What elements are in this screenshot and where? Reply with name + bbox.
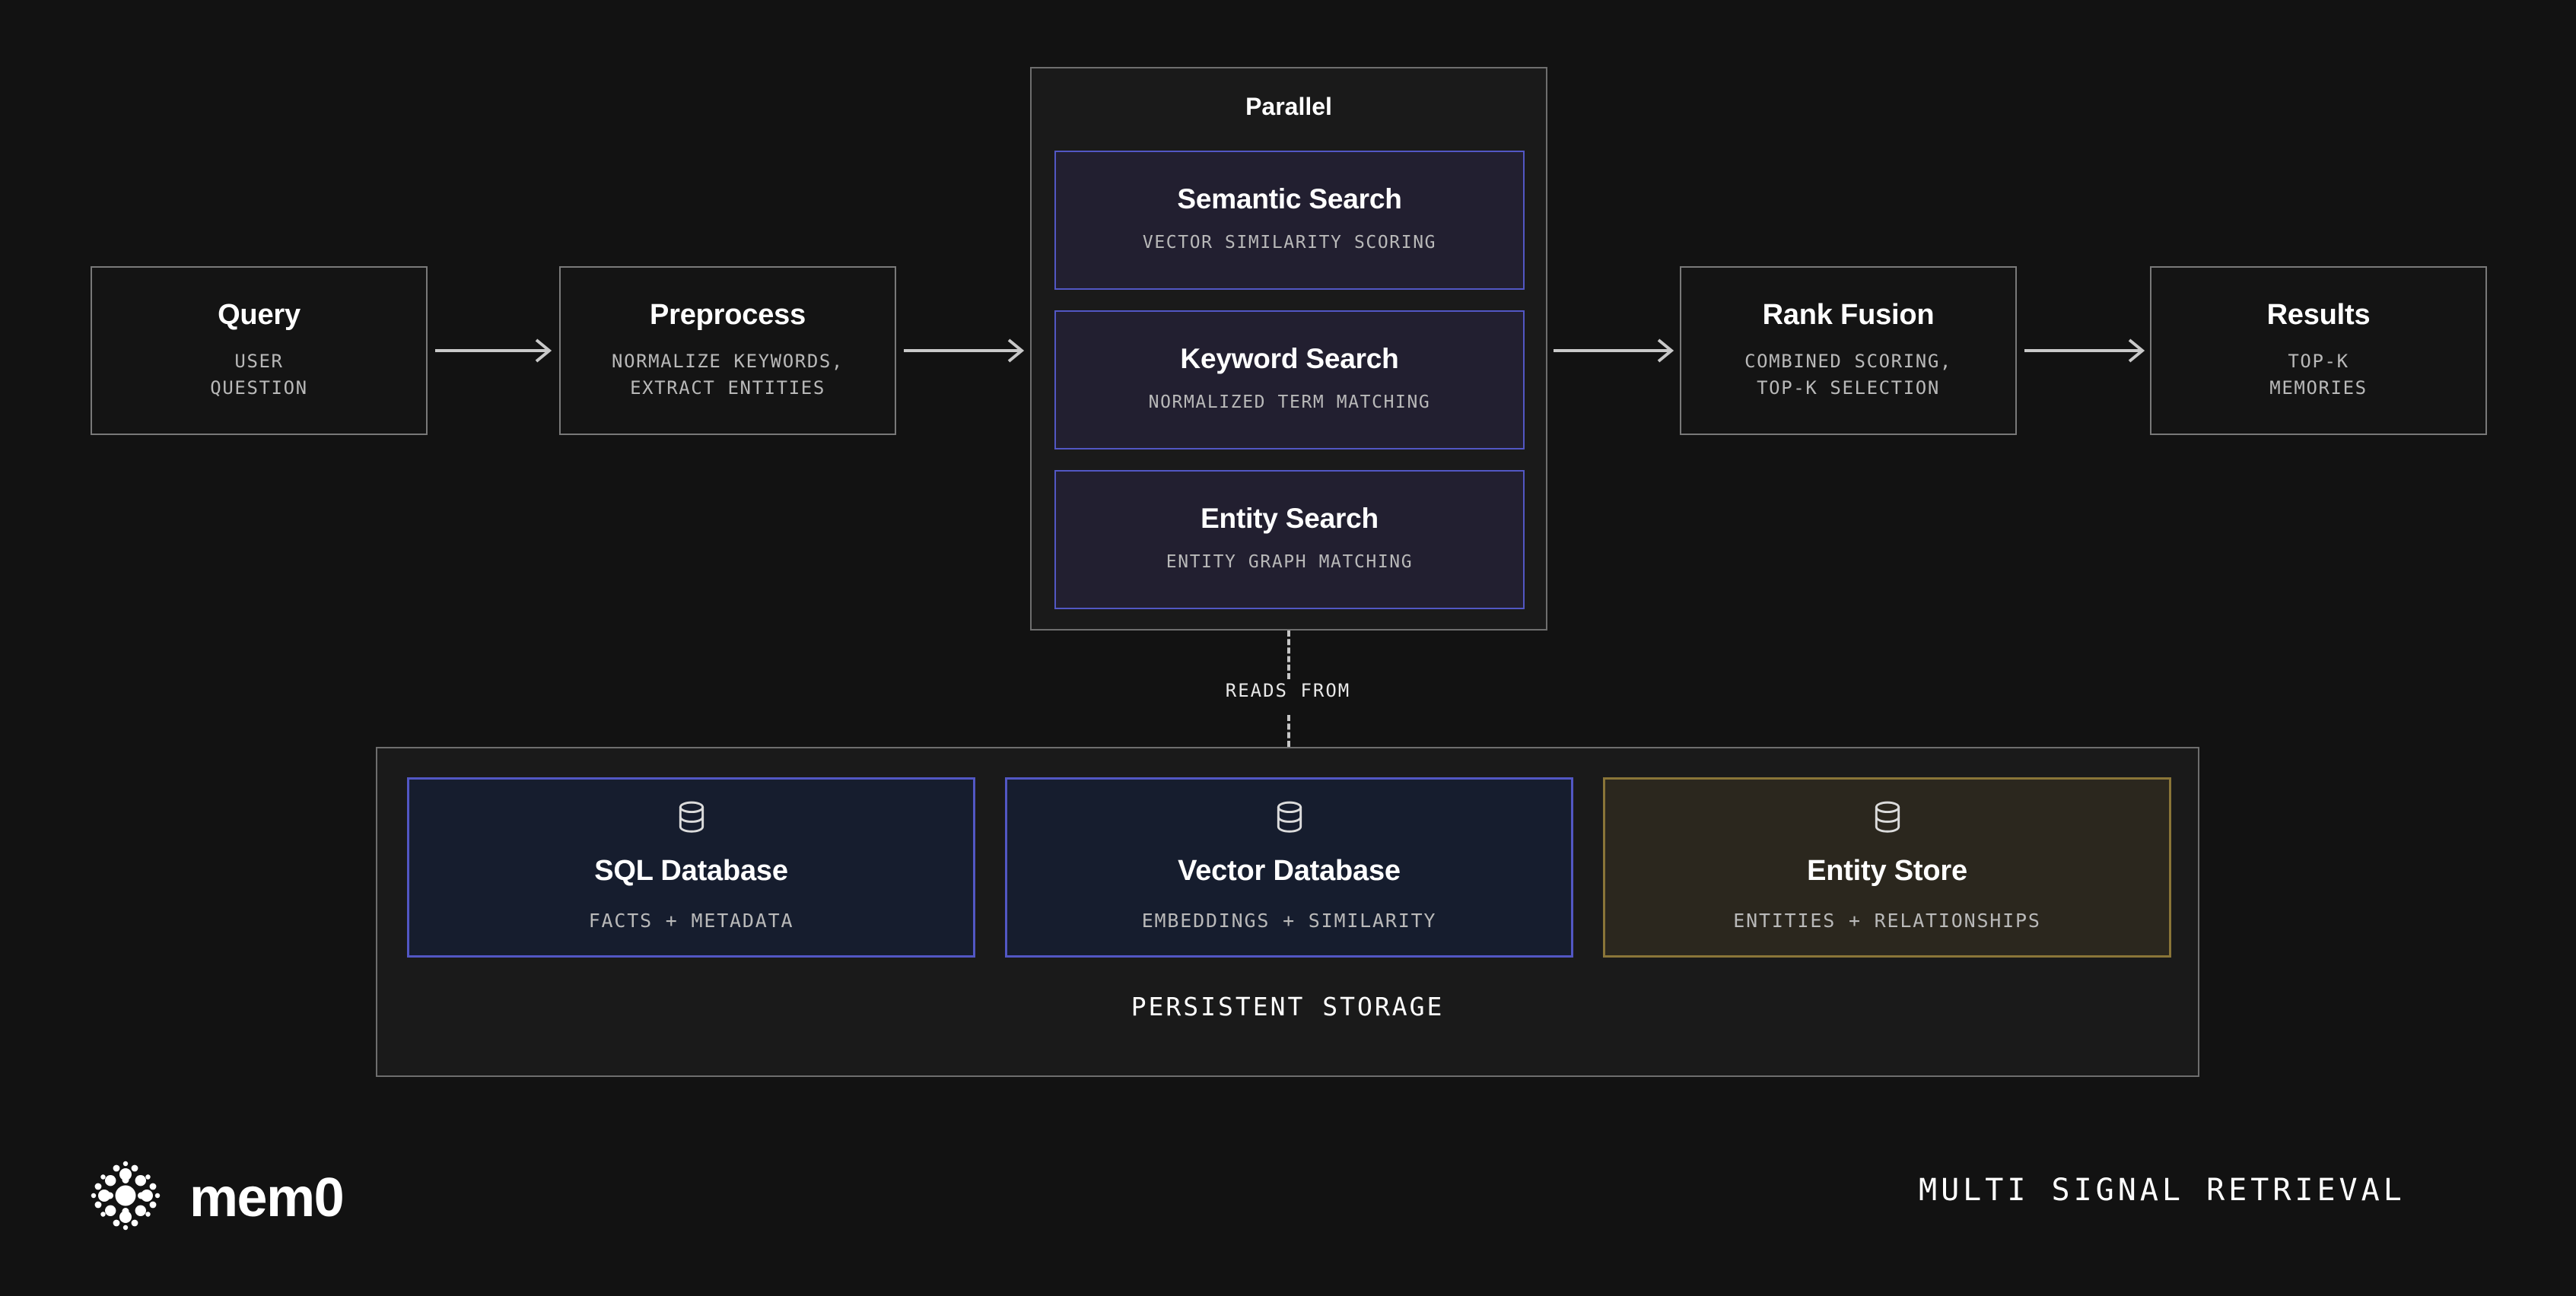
reads-from-dashed-line-upper (1287, 631, 1290, 679)
node-title: Results (2266, 299, 2371, 332)
footer-caption: MULTI SIGNAL RETRIEVAL (1919, 1173, 2406, 1208)
reads-from-dashed-line-lower (1287, 715, 1290, 747)
parallel-group-label: Parallel (1245, 93, 1332, 120)
node-subtitle: EMBEDDINGS + SIMILARITY (1141, 909, 1437, 932)
node-subtitle: NORMALIZED TERM MATCHING (1148, 392, 1431, 413)
node-subtitle: VECTOR SIMILARITY SCORING (1142, 233, 1437, 253)
arrow-parallel-to-rank-fusion (1554, 335, 1675, 366)
node-title: Entity Search (1201, 503, 1379, 535)
node-title: Entity Store (1807, 854, 1967, 887)
node-subtitle: COMBINED SCORING, TOP-K SELECTION (1744, 351, 1952, 399)
flow-node-results: Results TOP-K MEMORIES (2150, 266, 2487, 435)
arrow-query-to-preprocess (435, 335, 553, 366)
database-icon (1273, 800, 1306, 840)
node-title: Query (218, 299, 301, 332)
node-title: Rank Fusion (1762, 299, 1935, 332)
node-title: Preprocess (649, 299, 806, 332)
storage-node-sql-database: SQL Database FACTS + METADATA (407, 777, 975, 958)
node-subtitle: ENTITY GRAPH MATCHING (1166, 552, 1414, 573)
reads-from-label: READS FROM (1225, 680, 1351, 701)
parallel-node-keyword-search: Keyword Search NORMALIZED TERM MATCHING (1054, 310, 1525, 449)
storage-node-vector-database: Vector Database EMBEDDINGS + SIMILARITY (1005, 777, 1573, 958)
database-icon (1871, 800, 1904, 840)
persistent-storage-label: PERSISTENT STORAGE (1131, 992, 1445, 1021)
node-subtitle: ENTITIES + RELATIONSHIPS (1733, 909, 2041, 932)
database-icon (675, 800, 708, 840)
arrow-preprocess-to-parallel (904, 335, 1026, 366)
flow-node-rank-fusion: Rank Fusion COMBINED SCORING, TOP-K SELE… (1680, 266, 2017, 435)
arrow-rank-fusion-to-results (2024, 335, 2146, 366)
parallel-node-semantic-search: Semantic Search VECTOR SIMILARITY SCORIN… (1054, 151, 1525, 290)
parallel-node-entity-search: Entity Search ENTITY GRAPH MATCHING (1054, 470, 1525, 609)
node-title: SQL Database (594, 854, 788, 887)
node-title: Vector Database (1178, 854, 1401, 887)
node-subtitle: TOP-K MEMORIES (2269, 351, 2368, 399)
flow-node-preprocess: Preprocess NORMALIZE KEYWORDS, EXTRACT E… (559, 266, 896, 435)
storage-node-entity-store: Entity Store ENTITIES + RELATIONSHIPS (1603, 777, 2171, 958)
persistent-storage-container: SQL Database FACTS + METADATA Vector Dat… (376, 747, 2199, 1077)
mem0-logo: mem0 (87, 1158, 345, 1237)
mem0-dots-logo-icon (87, 1158, 164, 1237)
mem0-wordmark: mem0 (189, 1167, 345, 1228)
node-title: Keyword Search (1180, 343, 1399, 375)
flow-node-query: Query USER QUESTION (91, 266, 428, 435)
node-title: Semantic Search (1177, 183, 1402, 215)
parallel-group-container: Parallel Semantic Search VECTOR SIMILARI… (1030, 67, 1547, 631)
node-subtitle: USER QUESTION (210, 351, 308, 399)
node-subtitle: FACTS + METADATA (588, 909, 794, 932)
node-subtitle: NORMALIZE KEYWORDS, EXTRACT ENTITIES (612, 351, 844, 399)
